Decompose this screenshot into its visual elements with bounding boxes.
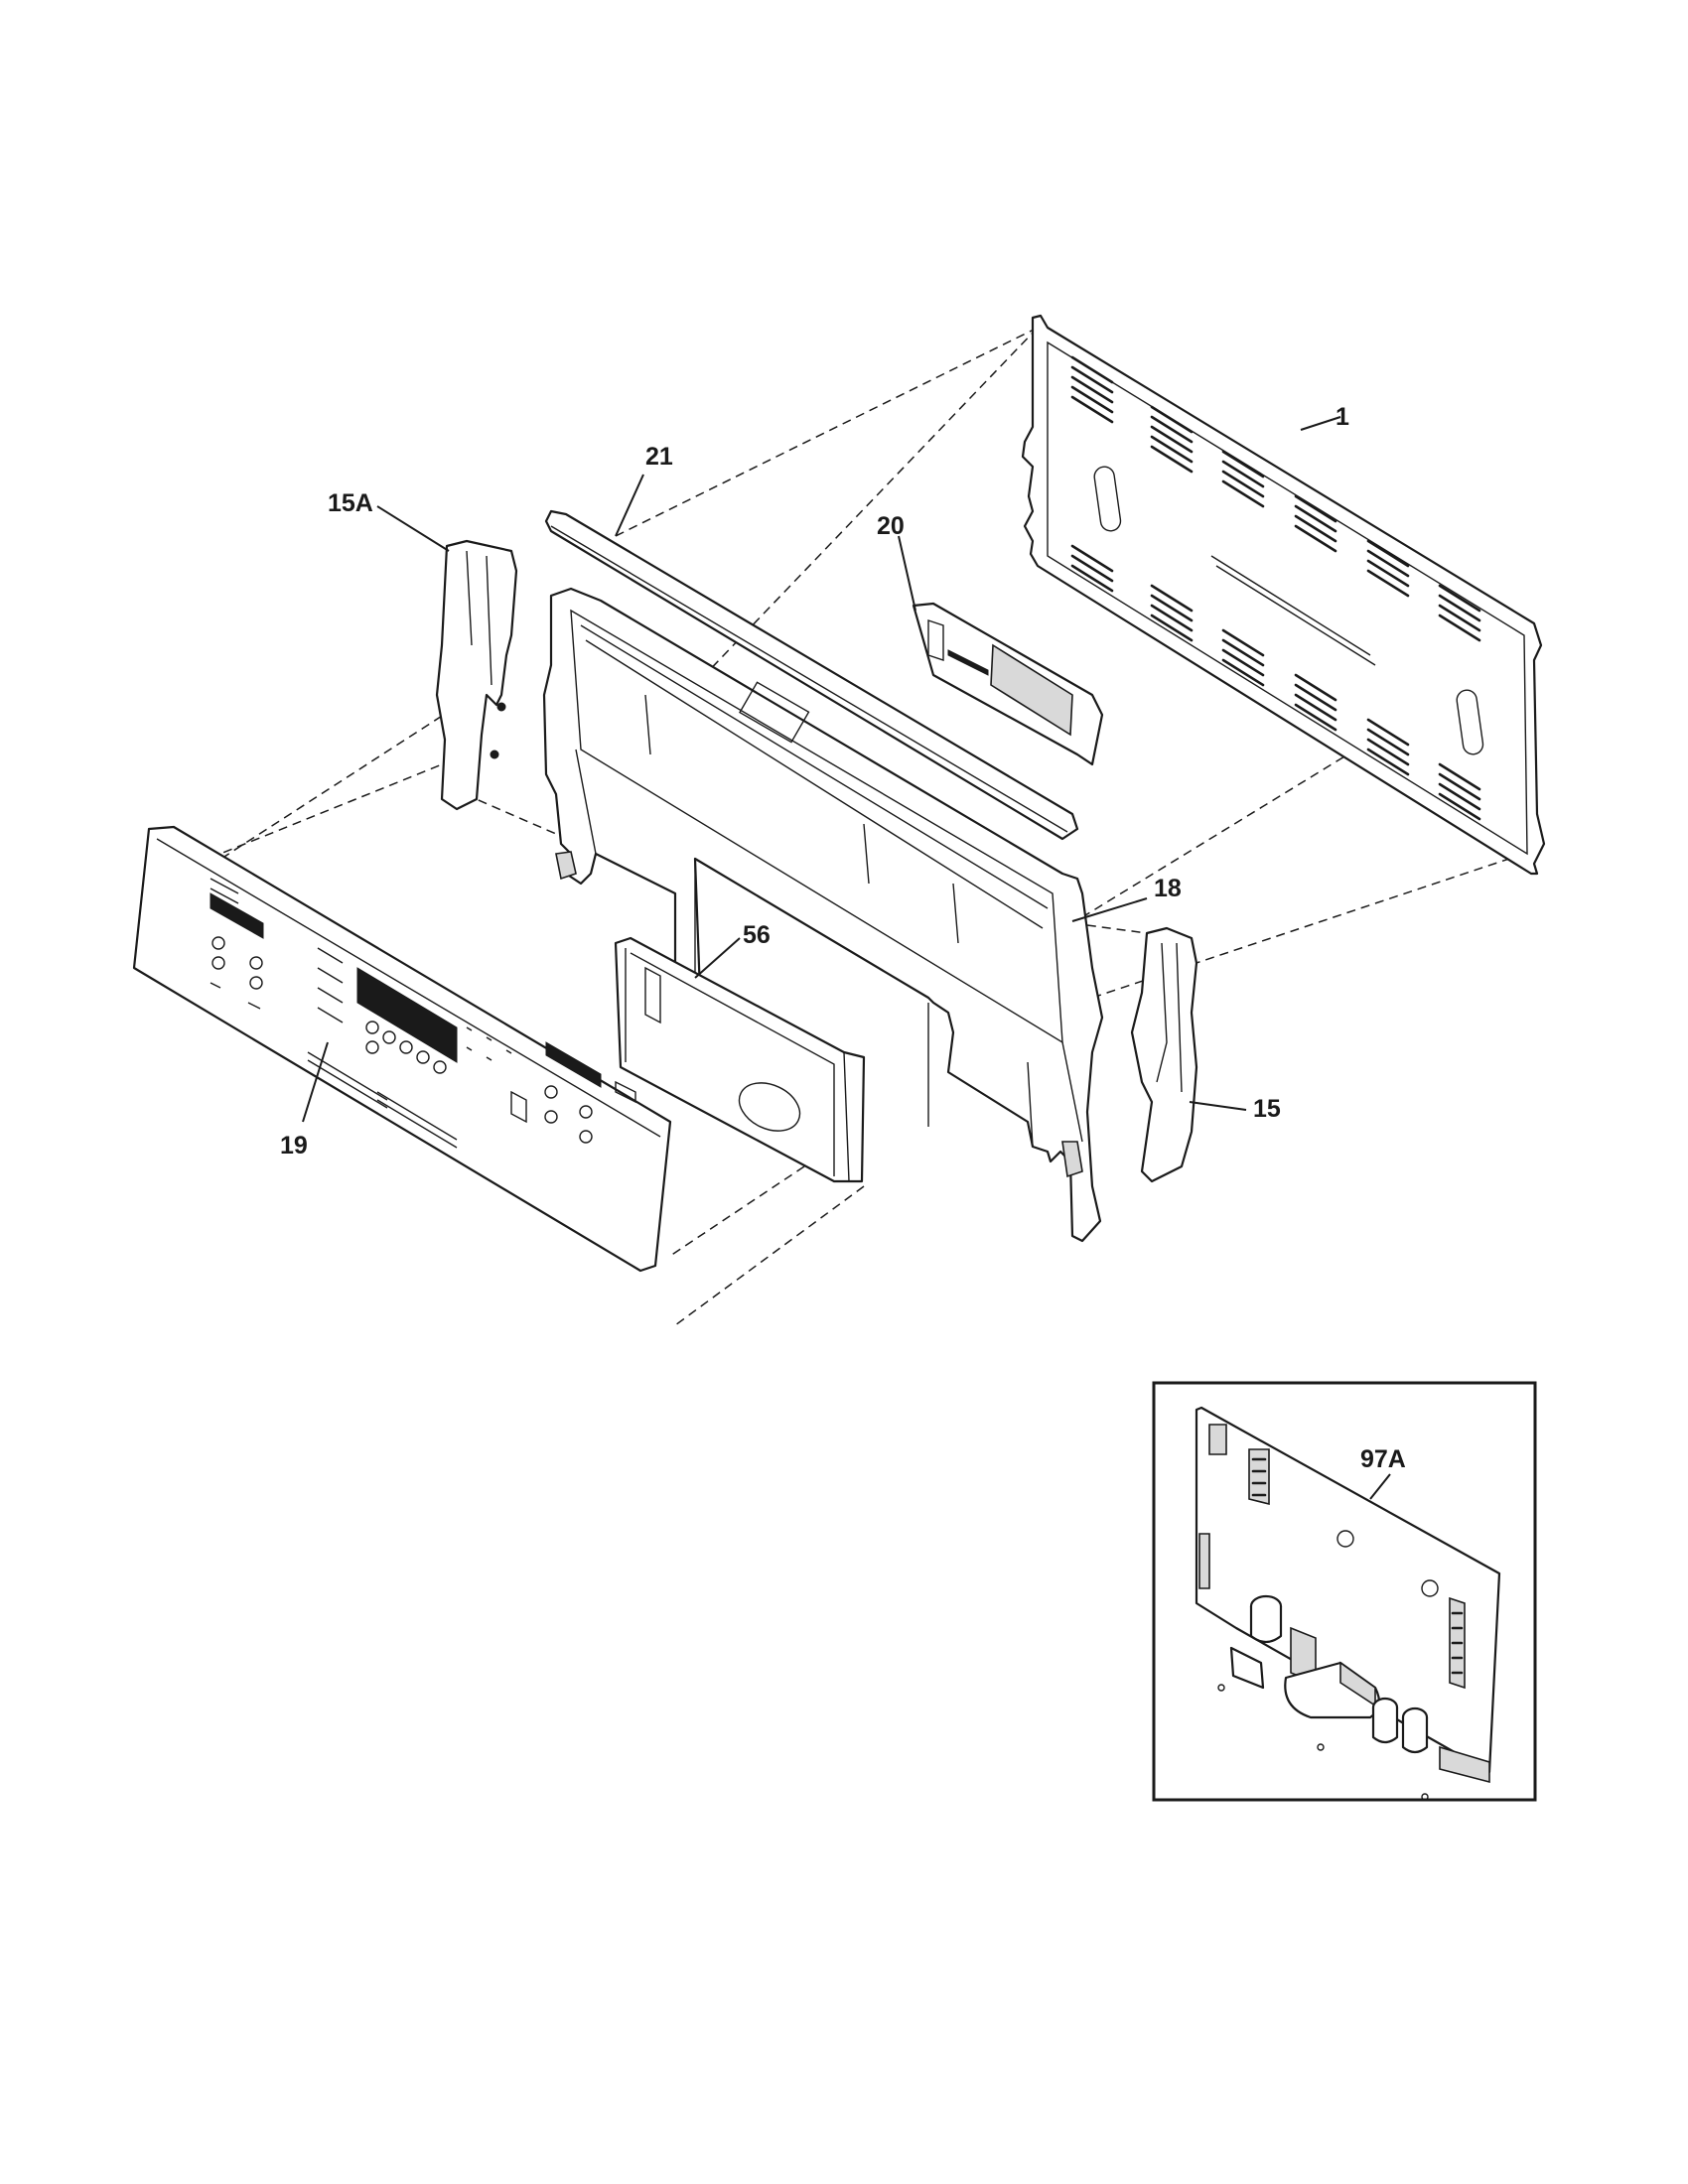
callout-18: 18 (1154, 875, 1182, 902)
callout-97a: 97A (1360, 1445, 1406, 1473)
part-1-back-panel (1021, 314, 1546, 876)
part-21-top-trim (544, 509, 1079, 841)
part-15a-left-endcap (435, 539, 518, 811)
part-18-control-frame (542, 587, 1104, 1243)
part-19-control-panel (132, 825, 672, 1273)
callout-15a: 15A (328, 489, 373, 517)
callout-19: 19 (280, 1132, 308, 1160)
callout-15: 15 (1253, 1095, 1281, 1123)
inset-97a: 97A (1152, 1381, 1537, 1802)
callout-1: 1 (1336, 403, 1349, 431)
callout-labels: 1 21 15A 20 18 56 15 19 (280, 403, 1349, 1160)
callout-56: 56 (743, 921, 771, 949)
part-20-control-board (912, 602, 1104, 766)
callout-20: 20 (877, 512, 905, 540)
part-15-right-endcap (1130, 926, 1198, 1183)
callout-21: 21 (645, 443, 673, 471)
part-56-cover (614, 936, 866, 1183)
